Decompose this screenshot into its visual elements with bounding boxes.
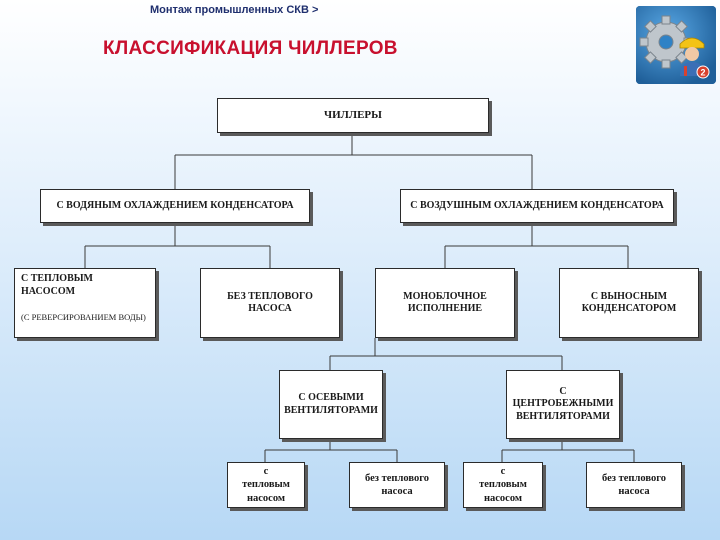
node-without-heat-pump: БЕЗ ТЕПЛОВОГО НАСОСА [200, 268, 340, 338]
page-title: КЛАССИФИКАЦИЯ ЧИЛЛЕРОВ [103, 38, 398, 59]
logo-badge: 2 [700, 68, 705, 78]
node-axial-without-heat-pump-label: без теплового насоса [365, 472, 429, 497]
node-without-heat-pump-label: БЕЗ ТЕПЛОВОГО НАСОСА [227, 290, 313, 315]
node-centrifugal-fans-label: С ЦЕНТРОБЕЖНЫМИ ВЕНТИЛЯТОРАМИ [512, 385, 614, 422]
node-monoblock: МОНОБЛОЧНОЕ ИСПОЛНЕНИЕ [375, 268, 515, 338]
node-chillers: ЧИЛЛЕРЫ [217, 98, 489, 133]
node-monoblock-label: МОНОБЛОЧНОЕ ИСПОЛНЕНИЕ [403, 290, 487, 315]
node-centrifugal-fans: С ЦЕНТРОБЕЖНЫМИ ВЕНТИЛЯТОРАМИ [506, 370, 620, 439]
node-remote-condenser: С ВЫНОСНЫМ КОНДЕНСАТОРОМ [559, 268, 699, 338]
node-axial-with-heat-pump: с тепловым насосом [227, 462, 305, 508]
breadcrumb[interactable]: Монтаж промышленных СКВ > [150, 4, 319, 16]
node-water-cooled-condenser: С ВОДЯНЫМ ОХЛАЖДЕНИЕМ КОНДЕНСАТОРА [40, 189, 310, 223]
node-centrifugal-without-heat-pump: без теплового насоса [586, 462, 682, 508]
node-axial-fans: С ОСЕВЫМИ ВЕНТИЛЯТОРАМИ [279, 370, 383, 439]
gear-worker-logo-icon: 2 [636, 6, 716, 84]
node-with-heat-pump: С ТЕПЛОВЫМ НАСОСОМ (С РЕВЕРСИРОВАНИЕМ ВО… [14, 268, 156, 338]
node-air-cooled-label: С ВОЗДУШНЫМ ОХЛАЖДЕНИЕМ КОНДЕНСАТОРА [410, 199, 664, 211]
node-with-heat-pump-label: С ТЕПЛОВЫМ НАСОСОМ [21, 273, 93, 297]
node-air-cooled-condenser: С ВОЗДУШНЫМ ОХЛАЖДЕНИЕМ КОНДЕНСАТОРА [400, 189, 674, 223]
node-water-cooled-label: С ВОДЯНЫМ ОХЛАЖДЕНИЕМ КОНДЕНСАТОРА [56, 199, 294, 211]
node-axial-fans-label: С ОСЕВЫМИ ВЕНТИЛЯТОРАМИ [284, 392, 378, 416]
node-centrifugal-with-heat-pump-label: с тепловым насосом [479, 466, 527, 504]
node-axial-without-heat-pump: без теплового насоса [349, 462, 445, 508]
node-chillers-label: ЧИЛЛЕРЫ [324, 108, 382, 121]
node-remote-condenser-label: С ВЫНОСНЫМ КОНДЕНСАТОРОМ [581, 290, 677, 315]
node-centrifugal-with-heat-pump: с тепловым насосом [463, 462, 543, 508]
node-with-heat-pump-note: (С РЕВЕРСИРОВАНИЕМ ВОДЫ) [21, 312, 146, 322]
node-axial-with-heat-pump-label: с тепловым насосом [242, 466, 290, 504]
node-centrifugal-without-heat-pump-label: без теплового насоса [602, 472, 666, 497]
